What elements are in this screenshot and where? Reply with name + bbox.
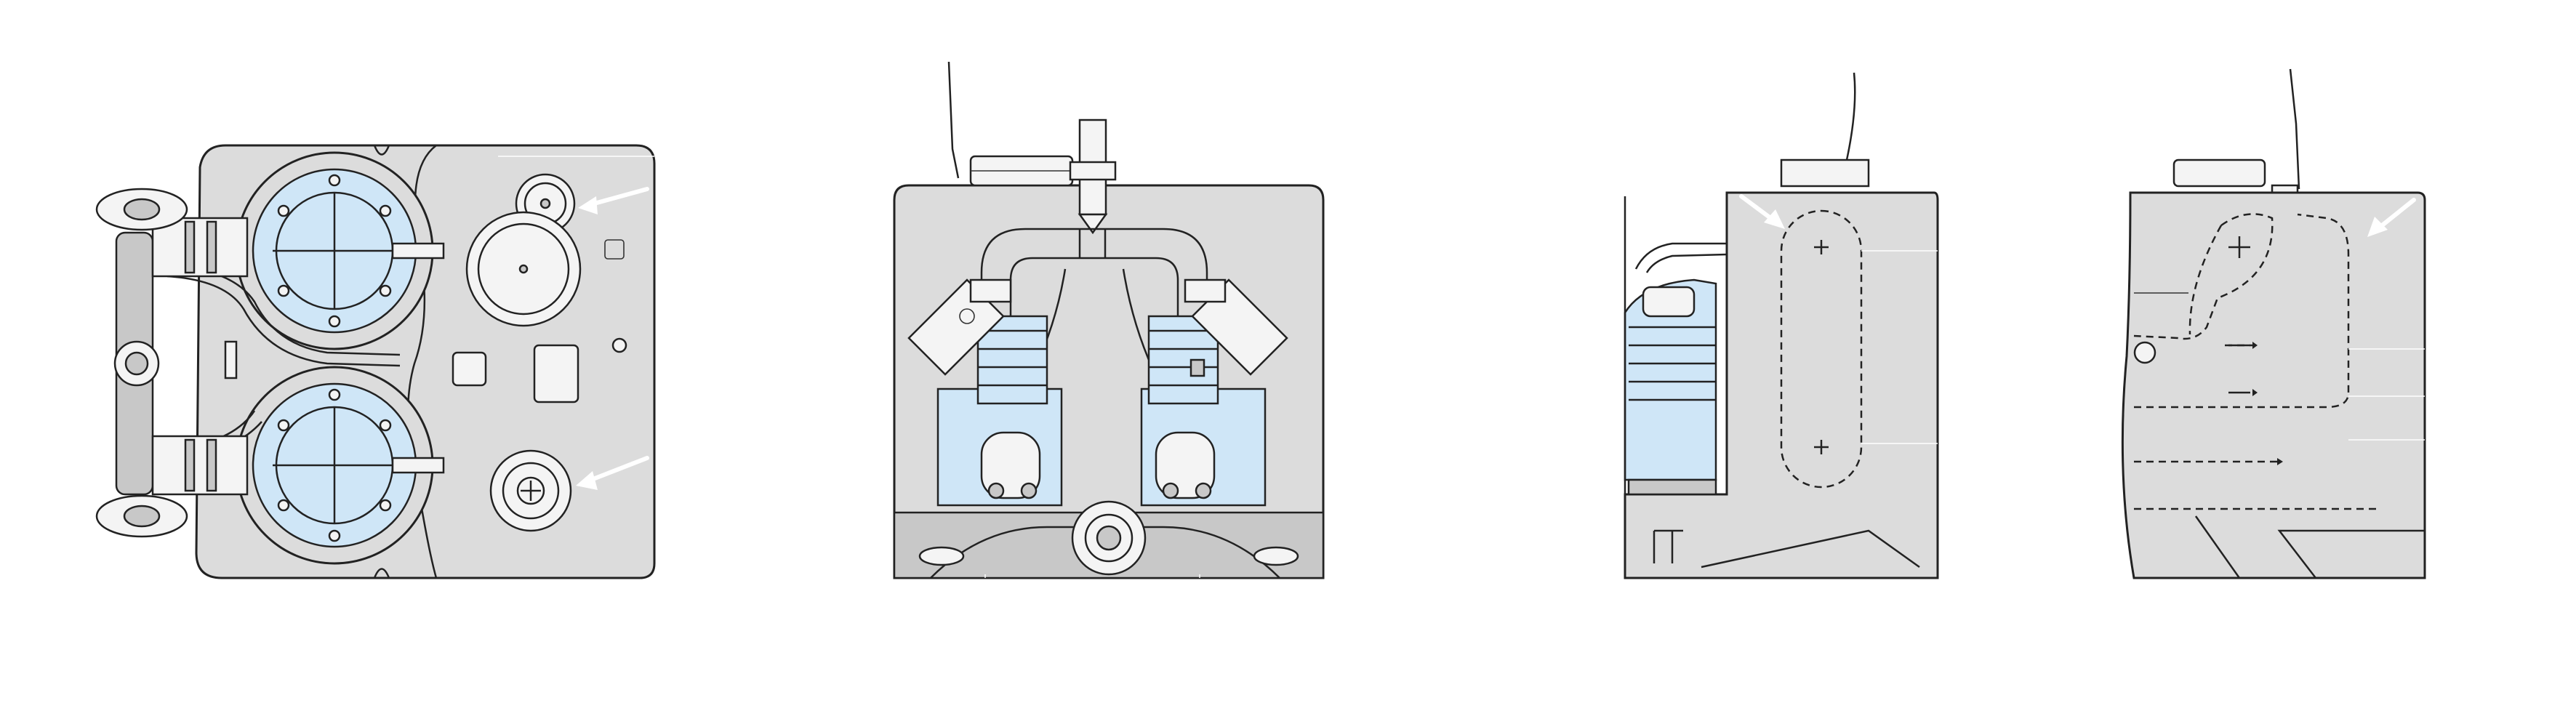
right-side-view <box>2108 65 2457 589</box>
top-view <box>87 124 669 603</box>
left-side-view <box>1614 65 1963 589</box>
front-view <box>880 55 1352 593</box>
